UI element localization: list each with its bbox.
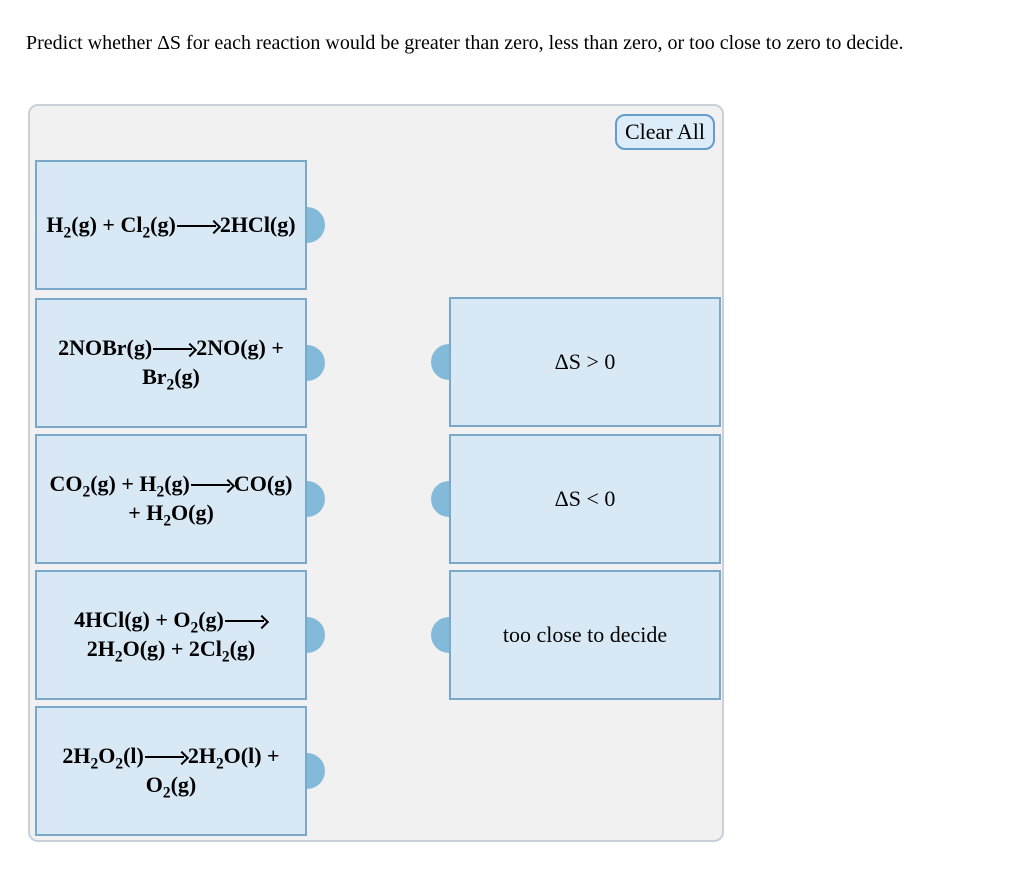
- answer-label-1: ΔS > 0: [554, 349, 616, 374]
- reaction-card-5[interactable]: 2H2O2(l)2H2O(l) +O2(g): [35, 706, 325, 836]
- answer-card-too-close[interactable]: too close to decide: [431, 570, 721, 700]
- reaction-formula-5: 2H2O2(l)2H2O(l) +O2(g): [62, 743, 280, 802]
- reaction-card-4[interactable]: 4HCl(g) + O2(g)2H2O(g) + 2Cl2(g): [35, 570, 325, 700]
- answer-card-ds-greater[interactable]: ΔS > 0: [431, 297, 721, 427]
- reaction-connector-dot-1[interactable]: [307, 207, 325, 243]
- reaction-connector-dot-4[interactable]: [307, 617, 325, 653]
- reaction-arrow-icon: [152, 342, 196, 354]
- reaction-connector-dot-3[interactable]: [307, 481, 325, 517]
- answer-card-ds-less[interactable]: ΔS < 0: [431, 434, 721, 564]
- question-text: Predict whether ΔS for each reaction wou…: [26, 32, 904, 54]
- reaction-card-2[interactable]: 2NOBr(g)2NO(g) +Br2(g): [35, 298, 325, 428]
- answer-connector-dot-2[interactable]: [431, 481, 449, 517]
- answer-label-2: ΔS < 0: [554, 486, 616, 511]
- reaction-connector-dot-2[interactable]: [307, 345, 325, 381]
- answer-connector-dot-1[interactable]: [431, 344, 449, 380]
- reaction-formula-3: CO2(g) + H2(g)CO(g)+ H2O(g): [49, 471, 293, 530]
- reaction-arrow-icon: [190, 478, 234, 490]
- reaction-arrow-icon: [144, 750, 188, 762]
- reaction-arrow-icon: [224, 614, 268, 626]
- clear-all-button[interactable]: Clear All: [614, 114, 715, 150]
- matching-panel: Clear All H2(g) + Cl2(g)2HCl(g) 2NOBr(g)…: [28, 104, 724, 842]
- reaction-formula-1: H2(g) + Cl2(g)2HCl(g): [46, 211, 296, 242]
- answer-label-3: too close to decide: [502, 622, 668, 647]
- reaction-formula-2: 2NOBr(g)2NO(g) +Br2(g): [58, 335, 284, 394]
- reaction-card-3[interactable]: CO2(g) + H2(g)CO(g)+ H2O(g): [35, 434, 325, 564]
- reaction-formula-4: 4HCl(g) + O2(g)2H2O(g) + 2Cl2(g): [70, 606, 272, 665]
- answer-connector-dot-3[interactable]: [431, 617, 449, 653]
- reaction-card-1[interactable]: H2(g) + Cl2(g)2HCl(g): [35, 160, 325, 290]
- reaction-connector-dot-5[interactable]: [307, 753, 325, 789]
- reaction-arrow-icon: [176, 219, 220, 231]
